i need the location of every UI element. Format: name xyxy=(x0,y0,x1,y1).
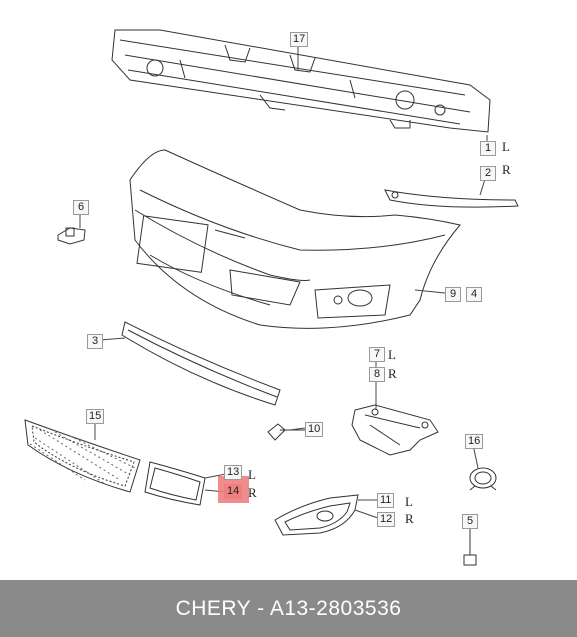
side-label-right: R xyxy=(502,162,511,177)
callout-6: 6 xyxy=(73,200,89,215)
leader-lines xyxy=(79,45,488,529)
callout-11: 11 xyxy=(377,493,395,508)
parts-diagram xyxy=(24,29,519,566)
clip-nut-drawing xyxy=(57,227,86,245)
clip-drawing xyxy=(267,423,305,441)
side-label-left: L xyxy=(405,494,413,509)
callout-9: 9 xyxy=(445,287,461,302)
round-clip-drawing xyxy=(469,467,497,491)
reinforcement-beam-drawing xyxy=(111,29,491,133)
side-label-right: R xyxy=(388,366,397,381)
callout-4: 4 xyxy=(466,287,482,302)
callout-13: 13 xyxy=(224,465,243,480)
side-grille-drawing xyxy=(144,461,206,506)
caption-text: CHERY - A13-2803536 xyxy=(175,597,402,620)
callout-2: 2 xyxy=(480,166,496,181)
lower-strip-drawing xyxy=(121,321,281,406)
side-label-right: R xyxy=(248,485,257,500)
fog-lamp-bezel-drawing xyxy=(274,494,359,536)
callout-1: 1 xyxy=(480,141,496,156)
side-label-left: L xyxy=(388,347,396,362)
side-strip-drawing xyxy=(384,189,519,208)
callout-15: 15 xyxy=(86,409,105,424)
callout-17: 17 xyxy=(290,32,309,47)
callout-16: 16 xyxy=(465,434,484,449)
callout-5: 5 xyxy=(462,514,478,529)
caption-bar: CHERY - A13-2803536 xyxy=(0,580,577,637)
bumper-cover-drawing xyxy=(129,149,461,329)
bolt-drawing xyxy=(463,527,477,566)
side-label-left: L xyxy=(502,139,510,154)
grille-drawing xyxy=(24,419,141,493)
callout-14: 14 xyxy=(224,484,243,499)
callout-12: 12 xyxy=(377,512,396,527)
bracket-drawing xyxy=(351,404,439,456)
callout-3: 3 xyxy=(87,334,103,349)
callout-7: 7 xyxy=(369,347,385,362)
callout-10: 10 xyxy=(305,422,324,437)
side-label-left: L xyxy=(248,467,256,482)
side-label-right: R xyxy=(405,511,414,526)
callout-8: 8 xyxy=(369,367,385,382)
